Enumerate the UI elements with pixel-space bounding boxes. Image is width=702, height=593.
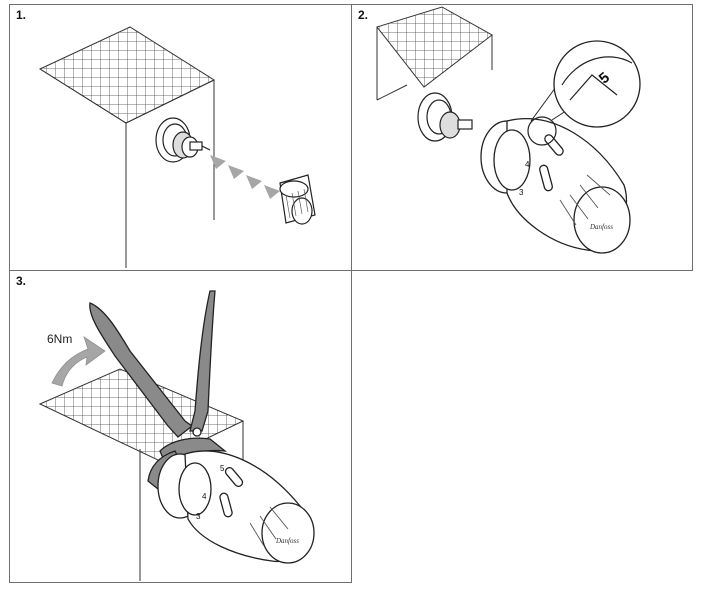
dial-mark-3: 3 <box>519 188 524 197</box>
dial-mark-4: 4 <box>525 160 530 169</box>
zoom-callout: 5 <box>527 40 641 146</box>
torque-label: 6Nm <box>47 332 73 346</box>
dial-markings: 3 4 <box>519 160 530 197</box>
insert-direction-arrows <box>210 155 280 199</box>
dial-mark-5: 5 <box>220 464 225 473</box>
step-number: 1. <box>16 8 27 22</box>
dial-mark-3: 3 <box>196 512 201 521</box>
tightening-illustration: 3 4 5 Danfoss <box>38 290 315 581</box>
radiator-body <box>39 68 215 268</box>
step-2-panel: 2. <box>351 4 693 271</box>
step-3-panel: 3. 6Nm <box>9 270 352 583</box>
adapter-nut <box>279 174 316 225</box>
step-number: 2. <box>358 8 369 22</box>
thermostat-head <box>480 118 631 254</box>
torque-arrow-icon <box>51 336 106 387</box>
radiator-grid <box>376 6 493 88</box>
radiator-body <box>376 27 493 101</box>
radiator-valve-illustration <box>38 26 316 268</box>
dial-mark-4: 4 <box>202 492 207 501</box>
dial-markings: 3 4 5 <box>196 464 225 521</box>
valve-body <box>417 92 473 142</box>
step-number: 3. <box>16 274 27 288</box>
thermostat-head <box>157 450 315 564</box>
radiator-grid <box>38 26 216 124</box>
brand-logo: Danfoss <box>589 223 613 231</box>
thermostat-mount-illustration: 3 4 Danfoss 5 <box>376 6 641 254</box>
valve-body <box>155 117 211 163</box>
brand-logo: Danfoss <box>275 537 299 545</box>
step-1-panel: 1. <box>9 4 352 271</box>
